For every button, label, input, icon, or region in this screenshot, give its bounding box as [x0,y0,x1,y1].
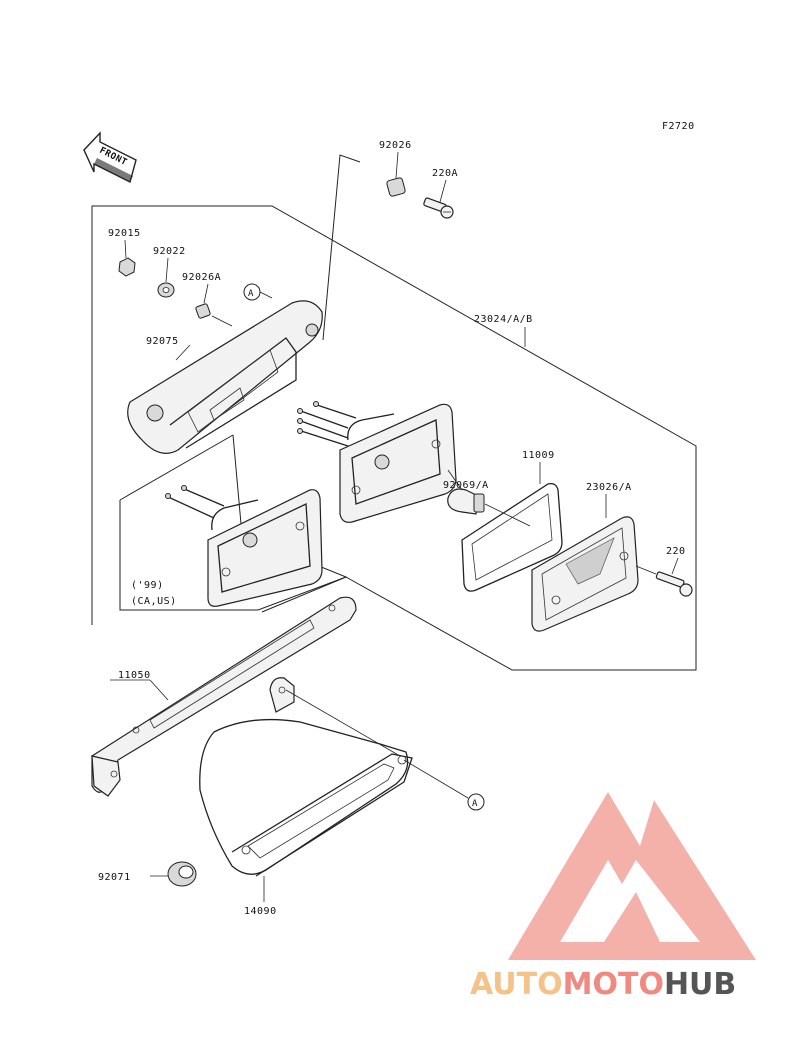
label-14090: 14090 [244,906,277,917]
lamp-housing-92075 [127,300,323,454]
screw-220A [423,197,454,219]
diagram-code: F2720 [662,121,695,132]
lamp-socket-main [297,401,457,523]
watermark-word-2: MOTO [563,967,664,1002]
label-220: 220 [666,546,686,557]
label-92071: 92071 [98,872,131,883]
label-92015: 92015 [108,228,141,239]
label-92026: 92026 [379,140,412,151]
lens-23026 [531,516,639,632]
svg-text:A: A [472,799,478,809]
label-92075: 92075 [146,336,179,347]
label-23024: 23024/A/B [474,314,533,325]
nut-92015 [118,257,136,277]
svg-text:A: A [248,289,254,299]
washer-92022 [157,282,175,298]
watermark-word-1: AUTO [470,967,563,1002]
label-92026A: 92026A [182,272,221,283]
upper-frame [322,154,361,341]
watermark-logo [508,792,756,960]
collar-92026A [195,303,211,319]
front-arrow-icon: FRONT [83,131,137,184]
screw-220 [655,571,693,597]
grommet-92071 [167,861,197,887]
cover-14090 [199,718,413,877]
variant-frame [119,434,348,611]
label-92069: 92069/A [443,480,489,491]
lamp-socket-variant [165,485,323,607]
variant-year: ('99) [131,580,164,591]
ref-marker-top: A [243,283,273,301]
label-11050: 11050 [118,670,151,681]
label-92022: 92022 [153,246,186,257]
label-11009: 11009 [522,450,555,461]
gasket-11009 [461,482,563,592]
bulb-92069 [447,488,485,515]
variant-markets: (CA,US) [131,596,177,607]
label-23026: 23026/A [586,482,632,493]
bracket-11050 [91,596,357,797]
watermark-word-3: HUB [664,967,736,1002]
watermark-text: AUTOMOTOHUB [470,967,736,1002]
ref-marker-bottom: A [403,759,485,811]
collar-92026 [386,177,406,197]
assembly-frame [91,205,697,671]
label-220A: 220A [432,168,458,179]
logo-triangle-inner [560,860,700,942]
